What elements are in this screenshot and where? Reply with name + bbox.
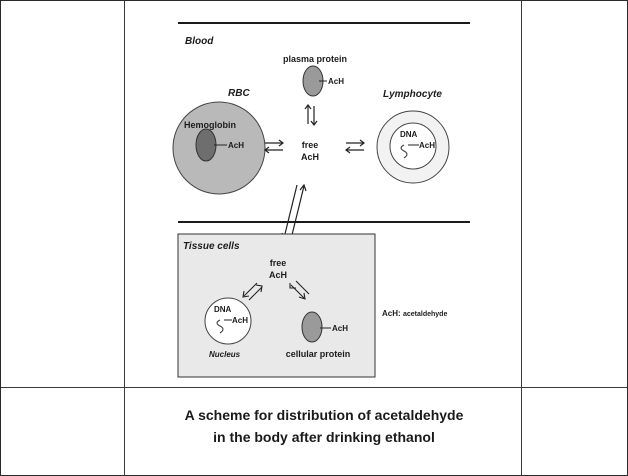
legend-value: acetaldehyde [403, 311, 447, 318]
plasma-ach-label: AcH [328, 77, 344, 86]
lymph-ach-label: AcH [419, 141, 435, 150]
nucleus-dna-label: DNA [214, 305, 232, 314]
legend-key: AcH: [382, 309, 401, 318]
cellular-protein-label: cellular protein [286, 349, 351, 359]
free-ach-label: AcH [301, 152, 319, 162]
nucleus-label: Nucleus [209, 350, 241, 359]
equilibrium-arrows [265, 105, 364, 239]
cellular-protein-shape [302, 312, 322, 342]
caption-line-2: in the body after drinking ethanol [128, 426, 520, 448]
caption-line-1: A scheme for distribution of acetaldehyd… [128, 404, 520, 426]
cellular-ach-label: AcH [332, 324, 348, 333]
hemoglobin-shape [196, 129, 216, 161]
blood-label: Blood [185, 36, 214, 47]
tissue-free-ach-label: AcH [269, 270, 287, 280]
plasma-protein-label: plasma protein [283, 54, 347, 64]
nucleus-ach-label: AcH [232, 316, 248, 325]
rbc-label: RBC [228, 88, 250, 99]
lymphocyte-label: Lymphocyte [383, 89, 442, 100]
hemoglobin-label: Hemoglobin [184, 120, 236, 130]
lymph-dna-label: DNA [400, 130, 418, 139]
tissue-free-label: free [270, 258, 287, 268]
rbc-cell [173, 102, 265, 194]
tissue-label: Tissue cells [183, 241, 240, 252]
free-label: free [302, 140, 319, 150]
rbc-ach-label: AcH [228, 141, 244, 150]
